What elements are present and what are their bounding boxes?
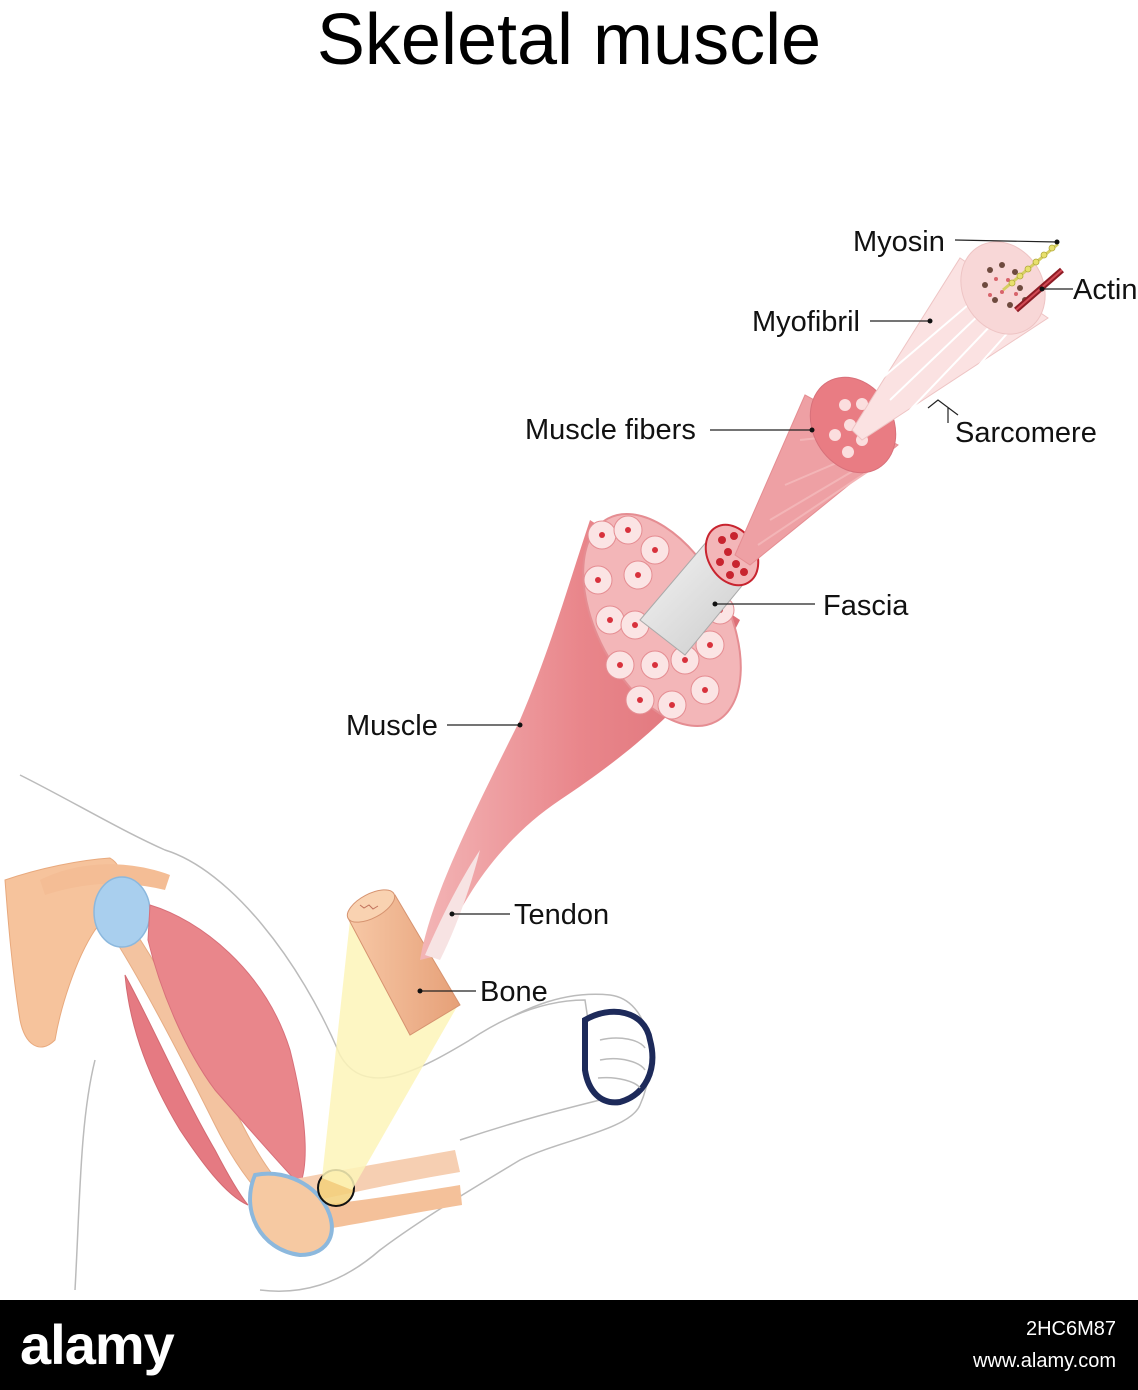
watermark-footer: alamy 2HC6M87 www.alamy.com <box>0 1300 1138 1390</box>
bone-segment <box>346 889 461 1036</box>
watermark-logo: alamy <box>20 1313 175 1376</box>
label-muscle-fibers: Muscle fibers <box>525 414 696 446</box>
leader-lines <box>417 239 1073 994</box>
forearm-outline <box>459 999 601 1141</box>
fist <box>582 1008 656 1106</box>
elbow-joint <box>248 1171 334 1258</box>
label-muscle: Muscle <box>346 710 438 742</box>
image-id: 2HC6M87 <box>1025 1318 1116 1340</box>
label-myosin: Myosin <box>853 226 945 258</box>
diagram-title: Skeletal muscle <box>316 0 822 80</box>
label-sarcomere: Sarcomere <box>955 417 1097 449</box>
label-fascia: Fascia <box>823 590 909 622</box>
skeletal-muscle-diagram: Myosin Actin Myofibril Sarcomere Muscle … <box>4 226 1137 1292</box>
myofibril <box>851 241 1064 441</box>
label-myofibril: Myofibril <box>752 306 860 338</box>
arm-illustration <box>4 774 656 1292</box>
label-actin: Actin <box>1073 274 1137 306</box>
humeral-head-cartilage <box>93 876 151 948</box>
triceps <box>124 974 249 1206</box>
label-bone: Bone <box>480 976 548 1008</box>
torso-outline <box>74 1059 96 1291</box>
clavicle <box>40 864 170 895</box>
scapula <box>4 857 122 1048</box>
label-tendon: Tendon <box>514 899 609 931</box>
watermark-site: www.alamy.com <box>973 1350 1116 1372</box>
body-outline <box>19 774 651 1292</box>
